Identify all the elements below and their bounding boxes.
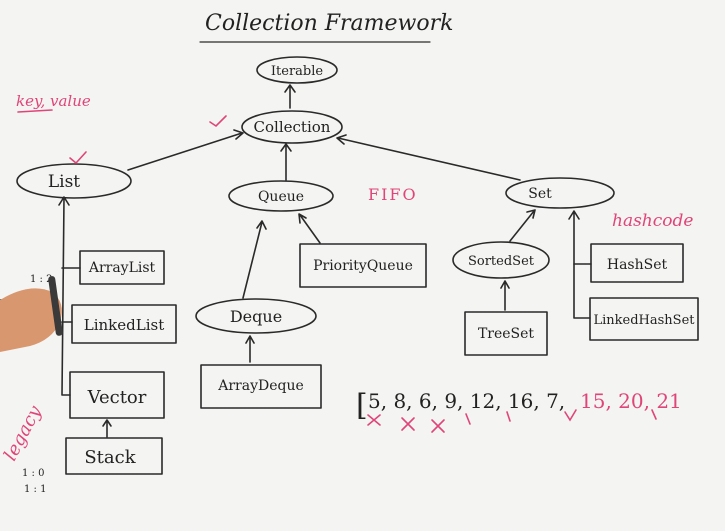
collection-checkmark	[209, 115, 227, 128]
node-iterable: Iterable	[271, 64, 323, 79]
node-stack-shape	[65, 437, 163, 475]
arrow-priorityqueue-queue	[298, 213, 321, 244]
node-treeset-shape	[464, 311, 548, 356]
connectors	[58, 84, 592, 438]
node-deque-shape	[195, 298, 317, 334]
node-treeset: TreeSet	[478, 326, 534, 342]
annotation-hashcode: hashcode	[612, 211, 693, 231]
arrow-deque-queue	[242, 220, 267, 299]
node-iterable-shape	[256, 56, 338, 84]
node-deque: Deque	[230, 307, 282, 326]
node-linkedhashset-shape	[589, 297, 699, 341]
node-vector: Vector	[87, 387, 147, 408]
arrow-list-spine	[58, 196, 71, 396]
node-arraylist: ArrayList	[88, 260, 156, 276]
arrow-list-collection	[127, 129, 244, 171]
node-priorityqueue-shape	[299, 243, 427, 288]
node-list-shape	[16, 163, 132, 199]
node-collection: Collection	[254, 118, 331, 136]
hand-shape	[0, 288, 62, 352]
sequence-bracket: [	[356, 388, 368, 423]
node-collection-shape	[241, 110, 343, 144]
annotation-ratio-1-0: 1 : 0	[22, 468, 44, 479]
arrow-sortedset-set	[509, 209, 536, 242]
key-value-underline	[17, 109, 53, 113]
node-queue-shape	[228, 180, 334, 212]
arrow-treeset-sortedset	[500, 280, 510, 311]
strike-marks	[367, 409, 657, 433]
tick-mark	[465, 413, 471, 425]
node-set-shape	[505, 177, 615, 209]
node-list: List	[48, 172, 80, 192]
arrow-hashsets-set	[568, 210, 591, 319]
sequence-black: 5, 8, 6, 9, 12, 16, 7,	[368, 389, 565, 413]
annotation-fifo: FIFO	[368, 185, 418, 204]
node-stack: Stack	[84, 447, 136, 468]
page-title: Collection Framework	[205, 11, 453, 36]
sequence-red: 15, 20, 21	[580, 389, 682, 413]
node-arraydeque-shape	[200, 364, 322, 409]
node-sortedset: SortedSet	[468, 254, 535, 269]
annotation-ratio-1-2: 1 : 2	[30, 274, 52, 285]
node-arraydeque: ArrayDeque	[217, 378, 304, 394]
presenter-hand	[0, 276, 63, 352]
tick-mark	[564, 409, 577, 422]
node-hashset: HashSet	[607, 257, 668, 273]
strike-mark	[431, 419, 445, 433]
node-linkedhashset: LinkedHashSet	[593, 313, 695, 328]
annotation-ratio-1-1: 1 : 1	[24, 484, 46, 495]
strike-mark	[367, 414, 381, 426]
arrow-queue-collection	[280, 143, 292, 181]
list-checkmark	[69, 151, 87, 165]
annotation-legacy: legacy	[0, 402, 46, 465]
node-linkedlist: LinkedList	[84, 316, 164, 334]
arrow-set-collection	[336, 134, 521, 181]
arrow-collection-iterable	[284, 84, 296, 109]
node-set: Set	[528, 186, 552, 202]
node-priorityqueue: PriorityQueue	[313, 258, 413, 274]
arrow-stack-vector	[102, 419, 112, 438]
marker-pen	[48, 276, 63, 336]
tick-mark	[651, 409, 657, 420]
arrow-arraydeque-deque	[245, 335, 255, 363]
node-hashset-shape	[590, 243, 684, 283]
tick-mark	[506, 411, 511, 422]
strike-mark	[401, 417, 415, 431]
annotation-key-value: key, value	[16, 92, 91, 110]
node-queue: Queue	[258, 189, 304, 205]
node-sortedset-shape	[452, 241, 550, 279]
node-linkedlist-shape	[71, 304, 177, 344]
